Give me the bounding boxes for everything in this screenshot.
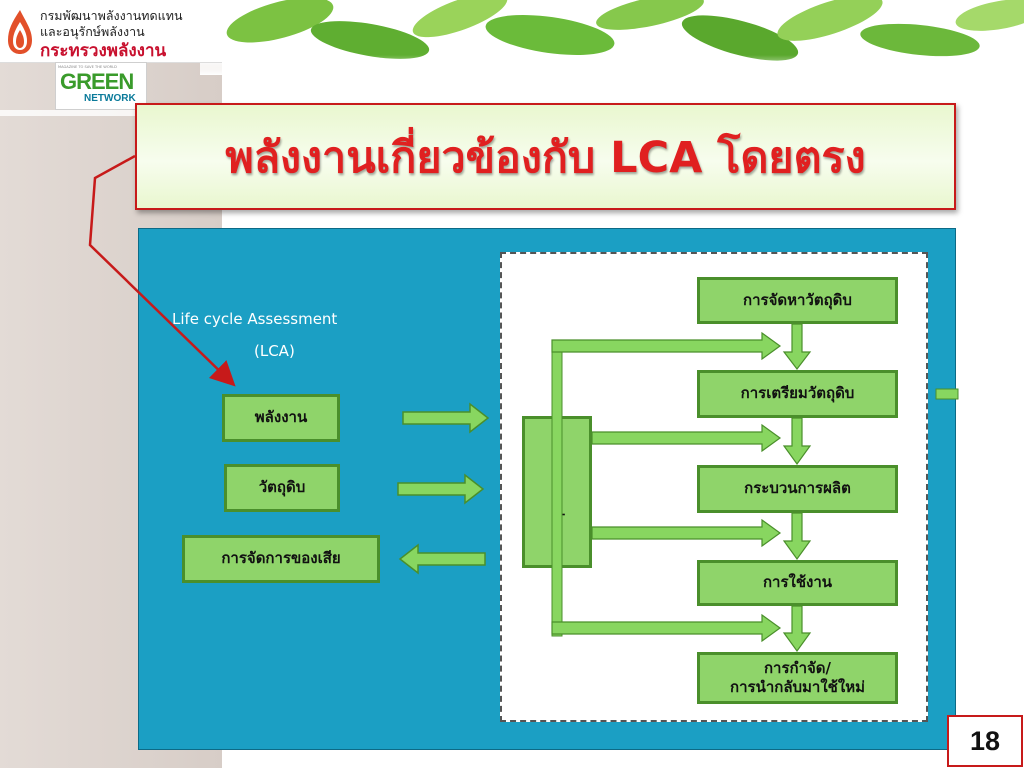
down-arrow-3	[782, 512, 812, 561]
down-arrow-4	[782, 605, 812, 653]
transport-rail	[551, 339, 563, 637]
green-logo-network: NETWORK	[84, 93, 136, 104]
arrow-to-stage-4	[551, 613, 782, 643]
stage-sourcing-label: การจัดหาวัตถุดิบ	[743, 290, 852, 309]
callout-line	[88, 154, 236, 387]
leaf-header-banner	[200, 0, 1024, 75]
output-waste-label: การจัดการของเสีย	[221, 549, 341, 568]
stage-use-label: การใช้งาน	[762, 573, 833, 592]
stage-production-box: กระบวนการผลิต	[697, 465, 898, 513]
arrow-to-stage-1	[551, 331, 782, 361]
arrow-raw-material-in	[397, 473, 485, 505]
right-stub-arrow	[935, 388, 959, 400]
arrow-waste-out	[398, 543, 486, 575]
stage-use-box: การใช้งาน	[697, 560, 898, 606]
left-decor-band	[0, 110, 222, 116]
transport-arrows	[551, 331, 782, 643]
lca-title-line1: Life cycle Assessment	[172, 310, 338, 328]
org-name-line1: กรมพัฒนาพลังงานทดแทน	[40, 8, 183, 23]
org-name-line2: และอนุรักษ์พลังงาน	[40, 24, 145, 39]
input-raw-material-box: วัตถุดิบ	[224, 464, 340, 512]
input-energy-box: พลังงาน	[222, 394, 340, 442]
stage-sourcing-box: การจัดหาวัตถุดิบ	[697, 277, 898, 324]
slide-title: พลังงานเกี่ยวข้องกับ LCA โดยตรง	[225, 132, 866, 183]
output-waste-box: การจัดการของเสีย	[182, 535, 380, 583]
input-raw-material-label: วัตถุดิบ	[258, 478, 306, 497]
title-box: พลังงานเกี่ยวข้องกับ LCA โดยตรง	[135, 103, 956, 210]
stage-disposal-box: การกำจัด/ การนำกลับมาใช้ใหม่	[697, 652, 898, 704]
ministry-name: กระทรวงพลังงาน	[40, 41, 167, 61]
stage-preparation-label: การเตรียมวัตถุดิบ	[740, 384, 855, 403]
stage-disposal-label-2: การนำกลับมาใช้ใหม่	[730, 678, 865, 696]
stage-production-label: กระบวนการผลิต	[744, 479, 851, 498]
stage-preparation-box: การเตรียมวัตถุดิบ	[697, 370, 898, 418]
slide-number: 18	[969, 725, 1001, 756]
lca-title-line2: (LCA)	[254, 342, 295, 360]
slide-number-box: 18	[947, 715, 1023, 767]
stage-disposal-label-1: การกำจัด/	[763, 658, 832, 677]
leaf-pattern-icon	[200, 0, 1024, 75]
down-arrow-1	[782, 323, 812, 370]
down-arrow-2	[782, 417, 812, 466]
flame-logo-icon	[8, 10, 32, 54]
green-logo-word: GREEN	[60, 69, 134, 94]
stage-flow-arrows	[782, 323, 812, 653]
input-energy-label: พลังงาน	[254, 408, 308, 427]
arrow-to-stage-3	[591, 518, 782, 548]
arrow-to-stage-2	[591, 423, 782, 453]
arrow-energy-in	[402, 402, 490, 434]
green-network-logo: MAGAZINE TO SAVE THE WORLD GREEN NETWORK	[55, 62, 147, 110]
green-logo-tagline: MAGAZINE TO SAVE THE WORLD	[58, 65, 117, 69]
ministry-logo-area: กรมพัฒนาพลังงานทดแทน และอนุรักษ์พลังงาน …	[0, 0, 222, 63]
